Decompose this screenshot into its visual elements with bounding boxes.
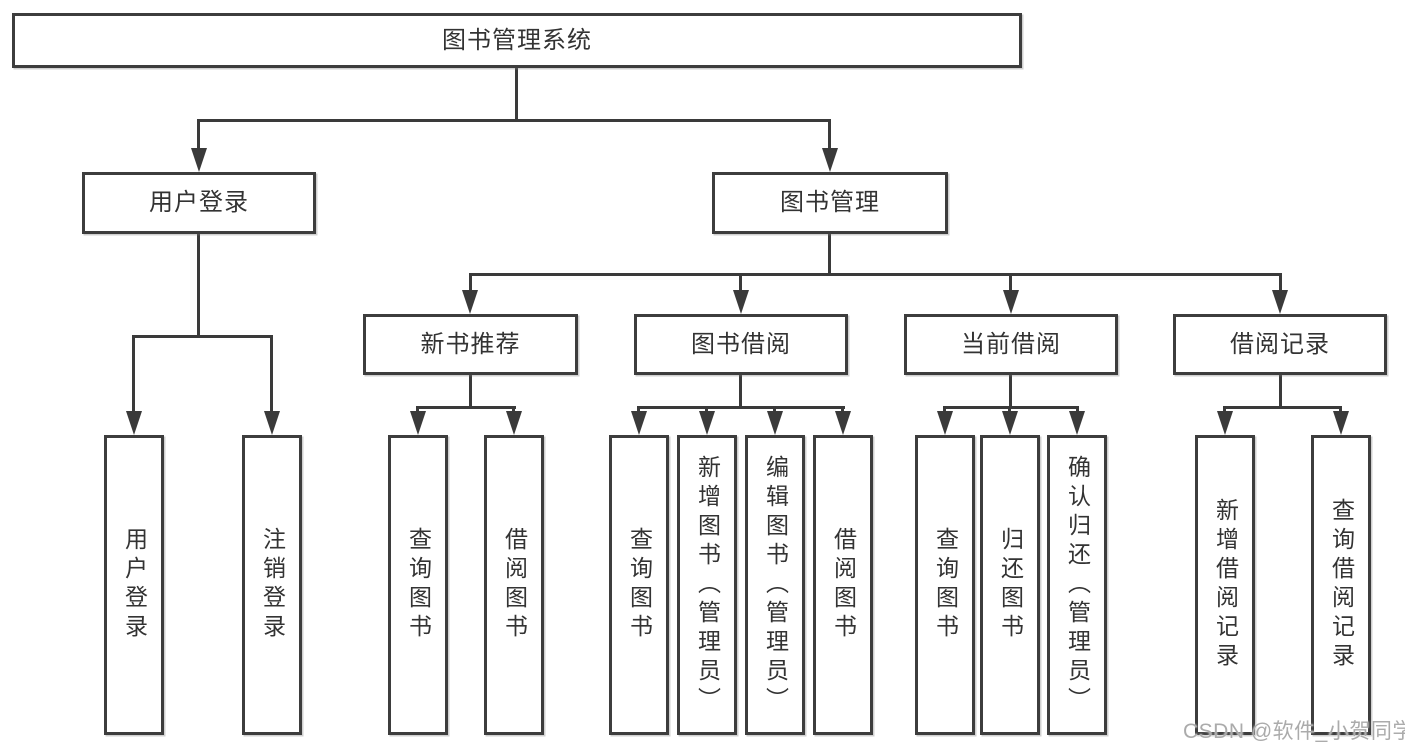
arrowhead-icon bbox=[462, 290, 478, 314]
arrowhead-icon bbox=[1333, 411, 1349, 435]
node-leaf-query-book-2: 查询图书 bbox=[609, 435, 669, 735]
connector-line bbox=[416, 406, 516, 409]
node-leaf-add-record-label: 新增借阅记录 bbox=[1212, 498, 1239, 672]
connector-line bbox=[637, 406, 845, 409]
node-leaf-borrow-book-1: 借阅图书 bbox=[484, 435, 544, 735]
node-leaf-add-book-label: 新增图书（管理员） bbox=[694, 454, 721, 716]
connector-line bbox=[739, 273, 742, 293]
node-leaf-return-book: 归还图书 bbox=[980, 435, 1040, 735]
node-leaf-add-book: 新增图书（管理员） bbox=[677, 435, 737, 735]
node-book-mgmt-label: 图书管理 bbox=[780, 189, 880, 216]
connector-line bbox=[132, 335, 135, 413]
node-root: 图书管理系统 bbox=[12, 13, 1022, 68]
node-leaf-query-book-2-label: 查询图书 bbox=[626, 527, 653, 643]
arrowhead-icon bbox=[1003, 290, 1019, 314]
arrowhead-icon bbox=[835, 411, 851, 435]
connector-line bbox=[197, 119, 831, 122]
node-leaf-query-book-1: 查询图书 bbox=[388, 435, 448, 735]
node-leaf-borrow-book-2-label: 借阅图书 bbox=[830, 527, 857, 643]
node-current-borrow-label: 当前借阅 bbox=[961, 330, 1061, 358]
node-leaf-logout: 注销登录 bbox=[242, 435, 302, 735]
arrowhead-icon bbox=[191, 148, 207, 172]
node-leaf-query-book-3: 查询图书 bbox=[915, 435, 975, 735]
connector-line bbox=[197, 234, 200, 336]
node-leaf-edit-book: 编辑图书（管理员） bbox=[745, 435, 805, 735]
connector-line bbox=[1279, 273, 1282, 293]
node-user-login: 用户登录 bbox=[82, 172, 316, 234]
arrowhead-icon bbox=[1002, 411, 1018, 435]
node-root-label: 图书管理系统 bbox=[442, 26, 592, 54]
node-leaf-query-record: 查询借阅记录 bbox=[1311, 435, 1371, 735]
arrowhead-icon bbox=[699, 411, 715, 435]
connector-line bbox=[1009, 273, 1012, 293]
node-current-borrow: 当前借阅 bbox=[904, 314, 1118, 375]
arrowhead-icon bbox=[822, 148, 838, 172]
node-new-book-rec: 新书推荐 bbox=[363, 314, 578, 375]
connector-line bbox=[270, 335, 273, 413]
node-leaf-query-record-label: 查询借阅记录 bbox=[1328, 498, 1355, 672]
connector-line bbox=[705, 406, 708, 415]
connector-line bbox=[1223, 406, 1342, 409]
node-leaf-borrow-book-2: 借阅图书 bbox=[813, 435, 873, 735]
csdn-watermark: CSDN @软件_小贺同学 bbox=[1183, 720, 1405, 743]
connector-line bbox=[1009, 375, 1012, 408]
connector-line bbox=[943, 406, 946, 415]
arrowhead-icon bbox=[506, 411, 522, 435]
connector-line bbox=[1076, 406, 1079, 415]
connector-line bbox=[637, 406, 640, 415]
node-leaf-query-book-3-label: 查询图书 bbox=[932, 527, 959, 643]
connector-line bbox=[1008, 406, 1011, 415]
connector-line bbox=[469, 273, 472, 293]
connector-line bbox=[841, 406, 844, 415]
arrowhead-icon bbox=[410, 411, 426, 435]
node-leaf-add-record: 新增借阅记录 bbox=[1195, 435, 1255, 735]
arrowhead-icon bbox=[767, 411, 783, 435]
node-book-mgmt: 图书管理 bbox=[712, 172, 948, 234]
node-leaf-borrow-book-1-label: 借阅图书 bbox=[501, 527, 528, 643]
arrowhead-icon bbox=[1272, 290, 1288, 314]
node-user-login-label: 用户登录 bbox=[149, 189, 249, 216]
connector-line bbox=[469, 273, 1282, 276]
node-leaf-query-book-1-label: 查询图书 bbox=[405, 527, 432, 643]
connector-line bbox=[515, 68, 518, 121]
node-borrow-records: 借阅记录 bbox=[1173, 314, 1387, 375]
node-book-borrow: 图书借阅 bbox=[634, 314, 848, 375]
connector-line bbox=[739, 375, 742, 408]
arrowhead-icon bbox=[1069, 411, 1085, 435]
arrowhead-icon bbox=[733, 290, 749, 314]
connector-line bbox=[512, 406, 515, 415]
arrowhead-icon bbox=[631, 411, 647, 435]
node-leaf-confirm-return-label: 确认归还（管理员） bbox=[1064, 454, 1091, 716]
connector-line bbox=[1339, 406, 1342, 415]
arrowhead-icon bbox=[126, 411, 142, 435]
connector-line bbox=[1223, 406, 1226, 415]
node-borrow-records-label: 借阅记录 bbox=[1230, 330, 1330, 358]
node-book-borrow-label: 图书借阅 bbox=[691, 330, 791, 358]
node-leaf-user-login-label: 用户登录 bbox=[121, 527, 148, 643]
connector-line bbox=[773, 406, 776, 415]
node-leaf-confirm-return: 确认归还（管理员） bbox=[1047, 435, 1107, 735]
node-leaf-logout-label: 注销登录 bbox=[259, 527, 286, 643]
node-leaf-edit-book-label: 编辑图书（管理员） bbox=[762, 454, 789, 716]
connector-line bbox=[943, 406, 1079, 409]
node-leaf-return-book-label: 归还图书 bbox=[997, 527, 1024, 643]
connector-line bbox=[416, 406, 419, 415]
connector-line bbox=[469, 375, 472, 408]
node-leaf-user-login: 用户登录 bbox=[104, 435, 164, 735]
arrowhead-icon bbox=[1217, 411, 1233, 435]
connector-line bbox=[197, 119, 200, 153]
connector-line bbox=[828, 234, 831, 275]
connector-line bbox=[132, 335, 273, 338]
arrowhead-icon bbox=[937, 411, 953, 435]
connector-line bbox=[828, 119, 831, 153]
node-new-book-rec-label: 新书推荐 bbox=[420, 330, 521, 358]
connector-line bbox=[1279, 375, 1282, 408]
arrowhead-icon bbox=[264, 411, 280, 435]
